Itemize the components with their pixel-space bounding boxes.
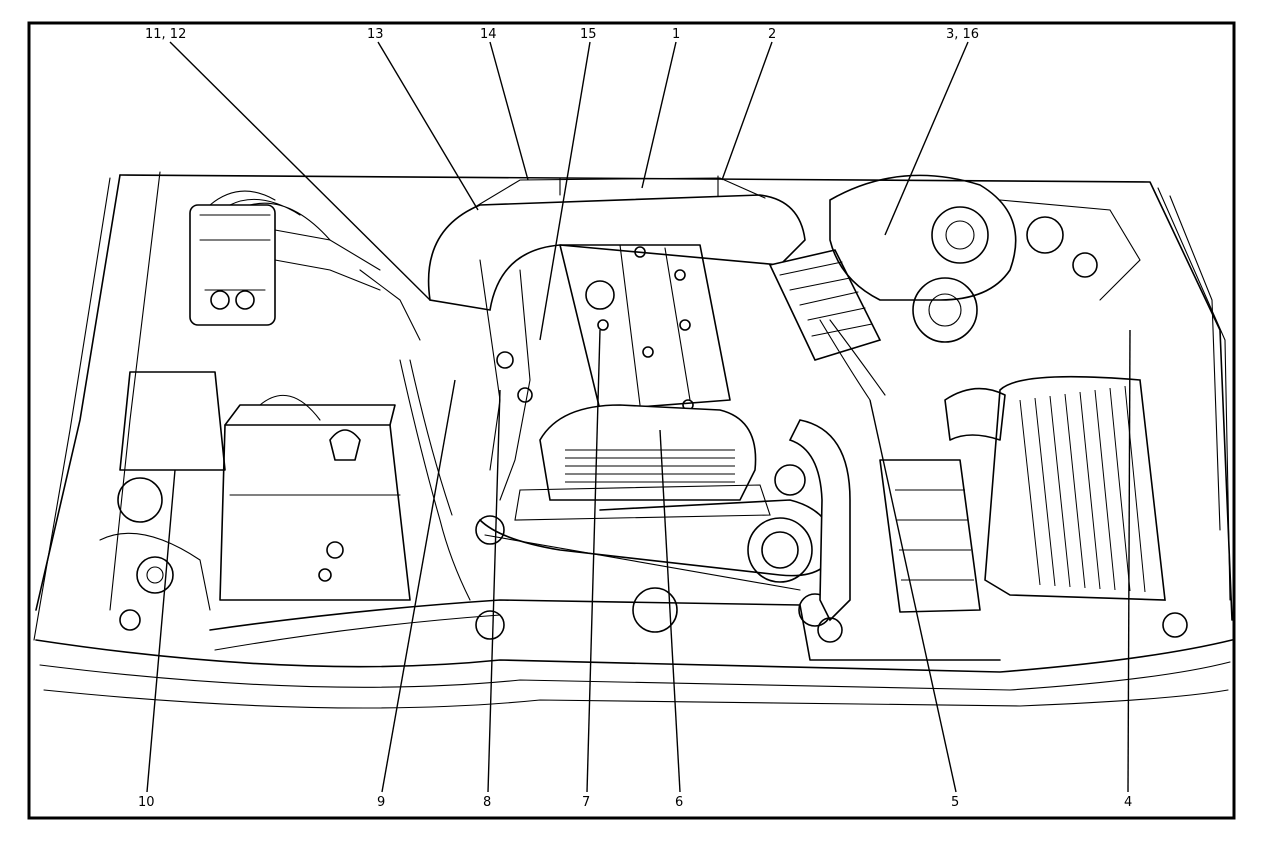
- intake-manifold: [514, 404, 771, 521]
- callout-2: 2: [768, 27, 776, 42]
- top-callout-labels: 11, 12 13 14 15 1 2 3, 16: [145, 27, 979, 42]
- bottom-callout-labels: 10 9 8 7 6 5 4: [138, 795, 1132, 810]
- callout-3-16: 3, 16: [946, 27, 979, 42]
- air-intake-bellows: [768, 249, 882, 361]
- air-cleaner-box: [944, 375, 1166, 601]
- callout-6: 6: [675, 795, 683, 810]
- front-crossmember: [119, 599, 1188, 661]
- brake-hydraulic-unit: [189, 190, 381, 326]
- callout-10: 10: [138, 795, 155, 810]
- callout-5: 5: [951, 795, 959, 810]
- callout-8: 8: [483, 795, 491, 810]
- radiator-hose: [788, 319, 886, 622]
- callout-14: 14: [480, 27, 497, 42]
- callout-15: 15: [580, 27, 597, 42]
- brake-booster-reservoirs: [829, 174, 1141, 343]
- radiator-reservoir: [879, 459, 981, 613]
- battery: [219, 395, 411, 601]
- figure-frame: [27, 21, 1236, 820]
- engine-bay-outline: [33, 171, 1233, 709]
- accessory-drive-belt: [475, 464, 836, 633]
- callout-1: 1: [672, 27, 680, 42]
- intake-air-duct: [427, 175, 806, 311]
- callout-9: 9: [377, 795, 385, 810]
- cylinder-head-cover: [559, 244, 731, 411]
- callout-11-12: 11, 12: [145, 27, 186, 42]
- callout-4: 4: [1124, 795, 1132, 810]
- callout-7: 7: [582, 795, 590, 810]
- callout-leaders: [146, 41, 1131, 793]
- relay-box: [99, 371, 226, 611]
- callout-13: 13: [367, 27, 384, 42]
